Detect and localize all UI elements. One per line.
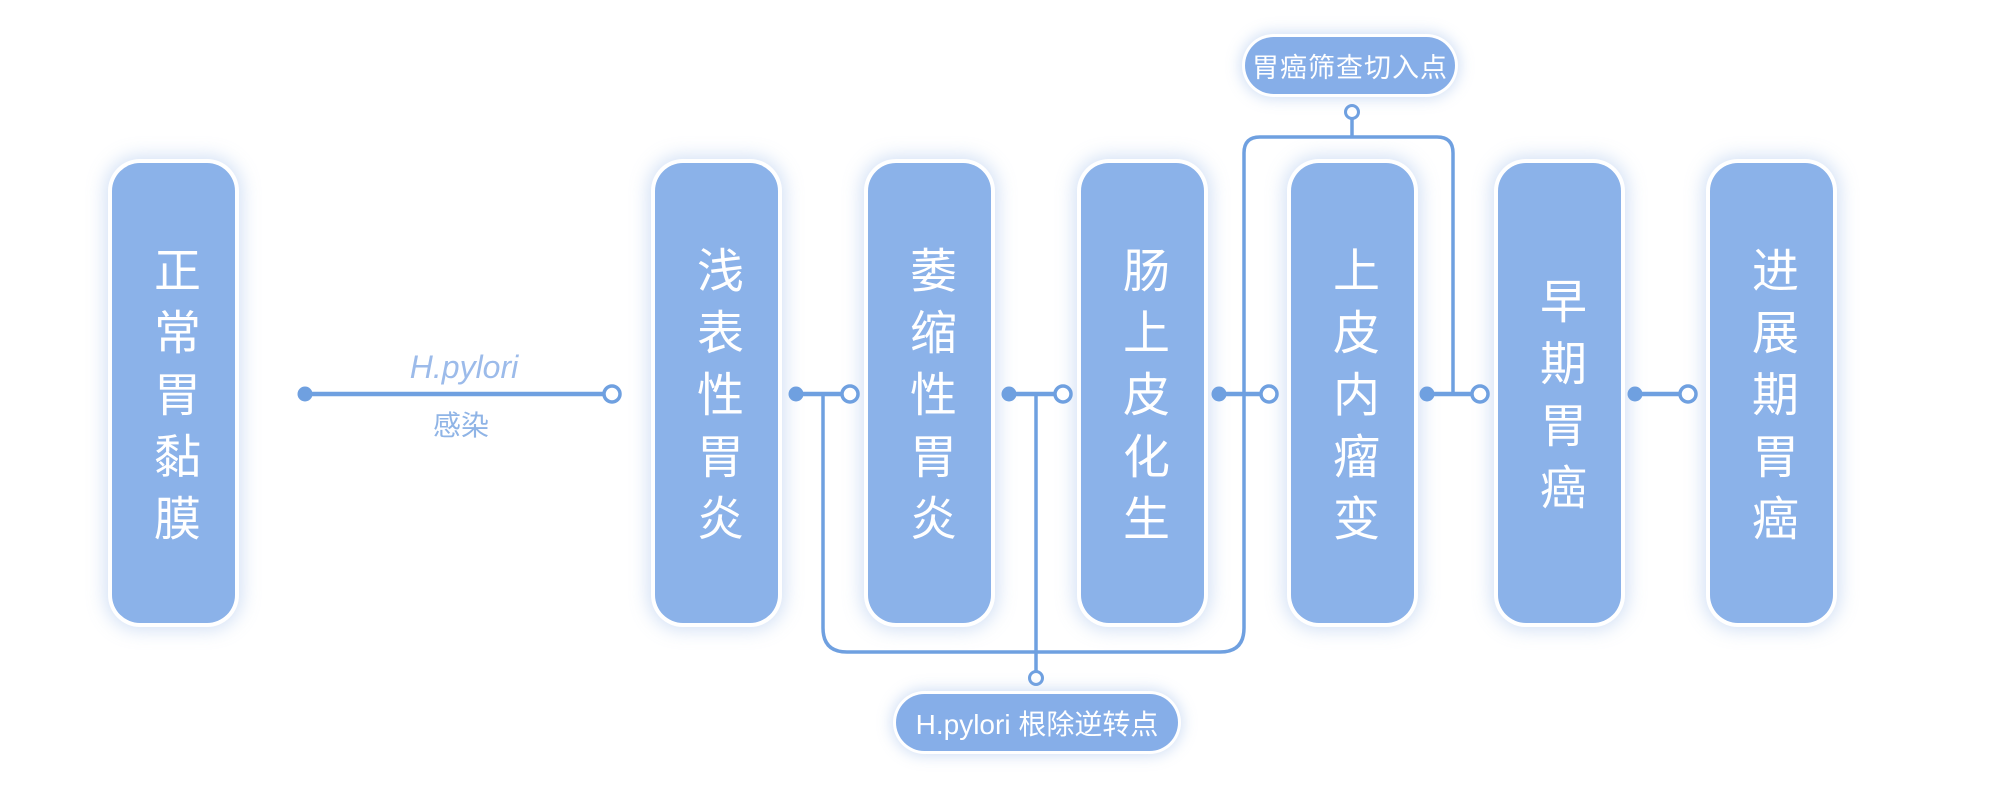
connector-metaplasia-to-neoplasia	[1211, 384, 1279, 404]
screening-entry-pill: 胃癌筛查切入点	[1245, 37, 1455, 94]
hpylori-infection-name: H.pylori	[409, 349, 519, 385]
eradication-bracket	[821, 394, 1246, 686]
eradication-stem-ring	[1028, 670, 1044, 686]
stage-label: 肠上皮化生	[1116, 245, 1169, 556]
stage-label: 萎缩性胃炎	[903, 245, 956, 556]
stage-label: 正常胃黏膜	[147, 245, 200, 556]
screening-bracket	[1242, 104, 1455, 394]
progression-end-ring	[1259, 384, 1279, 404]
stage-box-normal-gastric-mucosa: 正常胃黏膜	[112, 163, 235, 623]
stage-label: 进展期胃癌	[1745, 245, 1798, 556]
hpylori-infection-word: 感染	[432, 410, 490, 441]
progression-start-dot	[1627, 386, 1643, 402]
stage-label: 早期胃癌	[1533, 276, 1586, 525]
progression-start-dot	[1419, 386, 1435, 402]
screening-stem-ring	[1344, 104, 1360, 120]
progression-end-ring	[840, 384, 860, 404]
connector-normal-to-superficial	[297, 384, 622, 404]
screening-entry-label: 胃癌筛查切入点	[1252, 53, 1448, 83]
stage-label: 上皮内瘤变	[1326, 245, 1379, 556]
stage-box-atrophic-gastritis: 萎缩性胃炎	[868, 163, 991, 623]
progression-start-dot	[297, 386, 313, 402]
progression-end-ring	[602, 384, 622, 404]
stage-label: 浅表性胃炎	[690, 245, 743, 556]
progression-end-ring	[1470, 384, 1490, 404]
connector-early-to-advanced-cancer	[1627, 384, 1698, 404]
eradication-reversal-pill: H.pylori 根除逆转点	[896, 694, 1178, 751]
progression-end-ring	[1678, 384, 1698, 404]
stage-box-intraepithelial-neoplasia: 上皮内瘤变	[1291, 163, 1414, 623]
stage-box-superficial-gastritis: 浅表性胃炎	[655, 163, 778, 623]
progression-end-ring	[1053, 384, 1073, 404]
eradication-reversal-label: H.pylori 根除逆转点	[915, 708, 1159, 740]
progression-start-dot	[788, 386, 804, 402]
progression-start-dot	[1001, 386, 1017, 402]
stage-box-advanced-gastric-cancer: 进展期胃癌	[1710, 163, 1833, 623]
stage-box-early-gastric-cancer: 早期胃癌	[1498, 163, 1621, 623]
progression-start-dot	[1211, 386, 1227, 402]
stage-box-intestinal-metaplasia: 肠上皮化生	[1081, 163, 1204, 623]
